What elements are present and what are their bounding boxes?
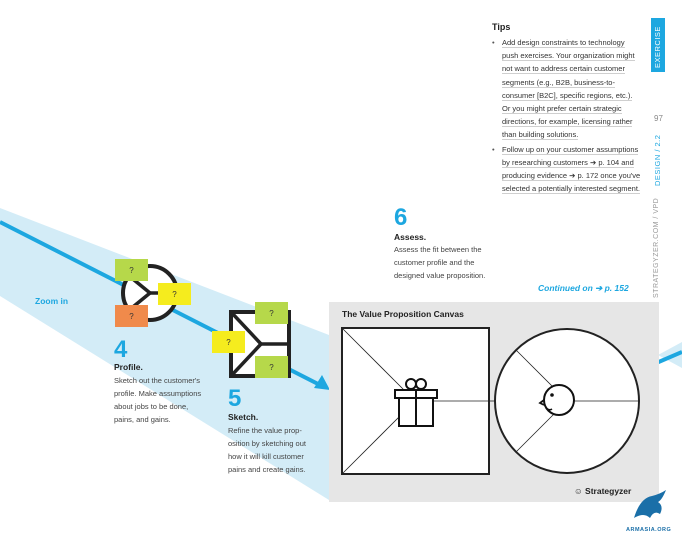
- step-5-number: 5: [228, 385, 242, 412]
- step-5-title: Sketch.: [228, 412, 259, 422]
- gift-icon: [394, 378, 438, 427]
- canvas-title: The Value Proposition Canvas: [342, 309, 464, 319]
- step-6-number: 6: [394, 204, 408, 231]
- step-4-number: 4: [114, 336, 128, 363]
- sticky-note-gain-creators: ?: [255, 302, 288, 324]
- sticky-note-pain-relievers: ?: [255, 356, 288, 378]
- sticky-note-products: ?: [212, 331, 245, 353]
- tip-item: Add design constraints to technol­ogy pu…: [492, 36, 642, 142]
- exercise-tab: EXERCISE: [651, 18, 665, 72]
- zoom-in-label: Zoom in: [35, 296, 69, 306]
- step-4-text: Sketch out the customer's profile. Make …: [114, 376, 202, 424]
- exercise-label: EXERCISE: [653, 26, 662, 68]
- tips-list: Add design constraints to technol­ogy pu…: [492, 36, 642, 196]
- step-6-title: Assess.: [394, 232, 427, 242]
- continued-link[interactable]: Continued on ➔ p. 152: [538, 283, 629, 293]
- tip-item: Follow up on your customer assumptions b…: [492, 143, 642, 196]
- url-path-label: STRATEGYZER.COM / VPD: [653, 197, 660, 298]
- dragon-icon: [634, 490, 666, 518]
- step-6-text: Assess the fit between the customer prof…: [394, 245, 486, 280]
- tips-heading: Tips: [492, 22, 511, 32]
- customer-face-icon: [538, 384, 575, 416]
- section-label: DESIGN / 2.2: [653, 134, 662, 186]
- step-4-title: Profile.: [114, 362, 143, 372]
- watermark-text: ARMASIA.ORG: [626, 527, 672, 533]
- sticky-note-pains: ?: [115, 305, 148, 327]
- sticky-note-jobs: ?: [158, 283, 191, 305]
- step-5-text: Refine the value prop­osition by sketchi…: [228, 426, 306, 474]
- sticky-note-gains: ?: [115, 259, 148, 281]
- value-proposition-canvas-diagram: [341, 327, 640, 475]
- strategyzer-logo: ☺ Strategyzer: [574, 486, 632, 496]
- page-number: 97: [654, 114, 663, 123]
